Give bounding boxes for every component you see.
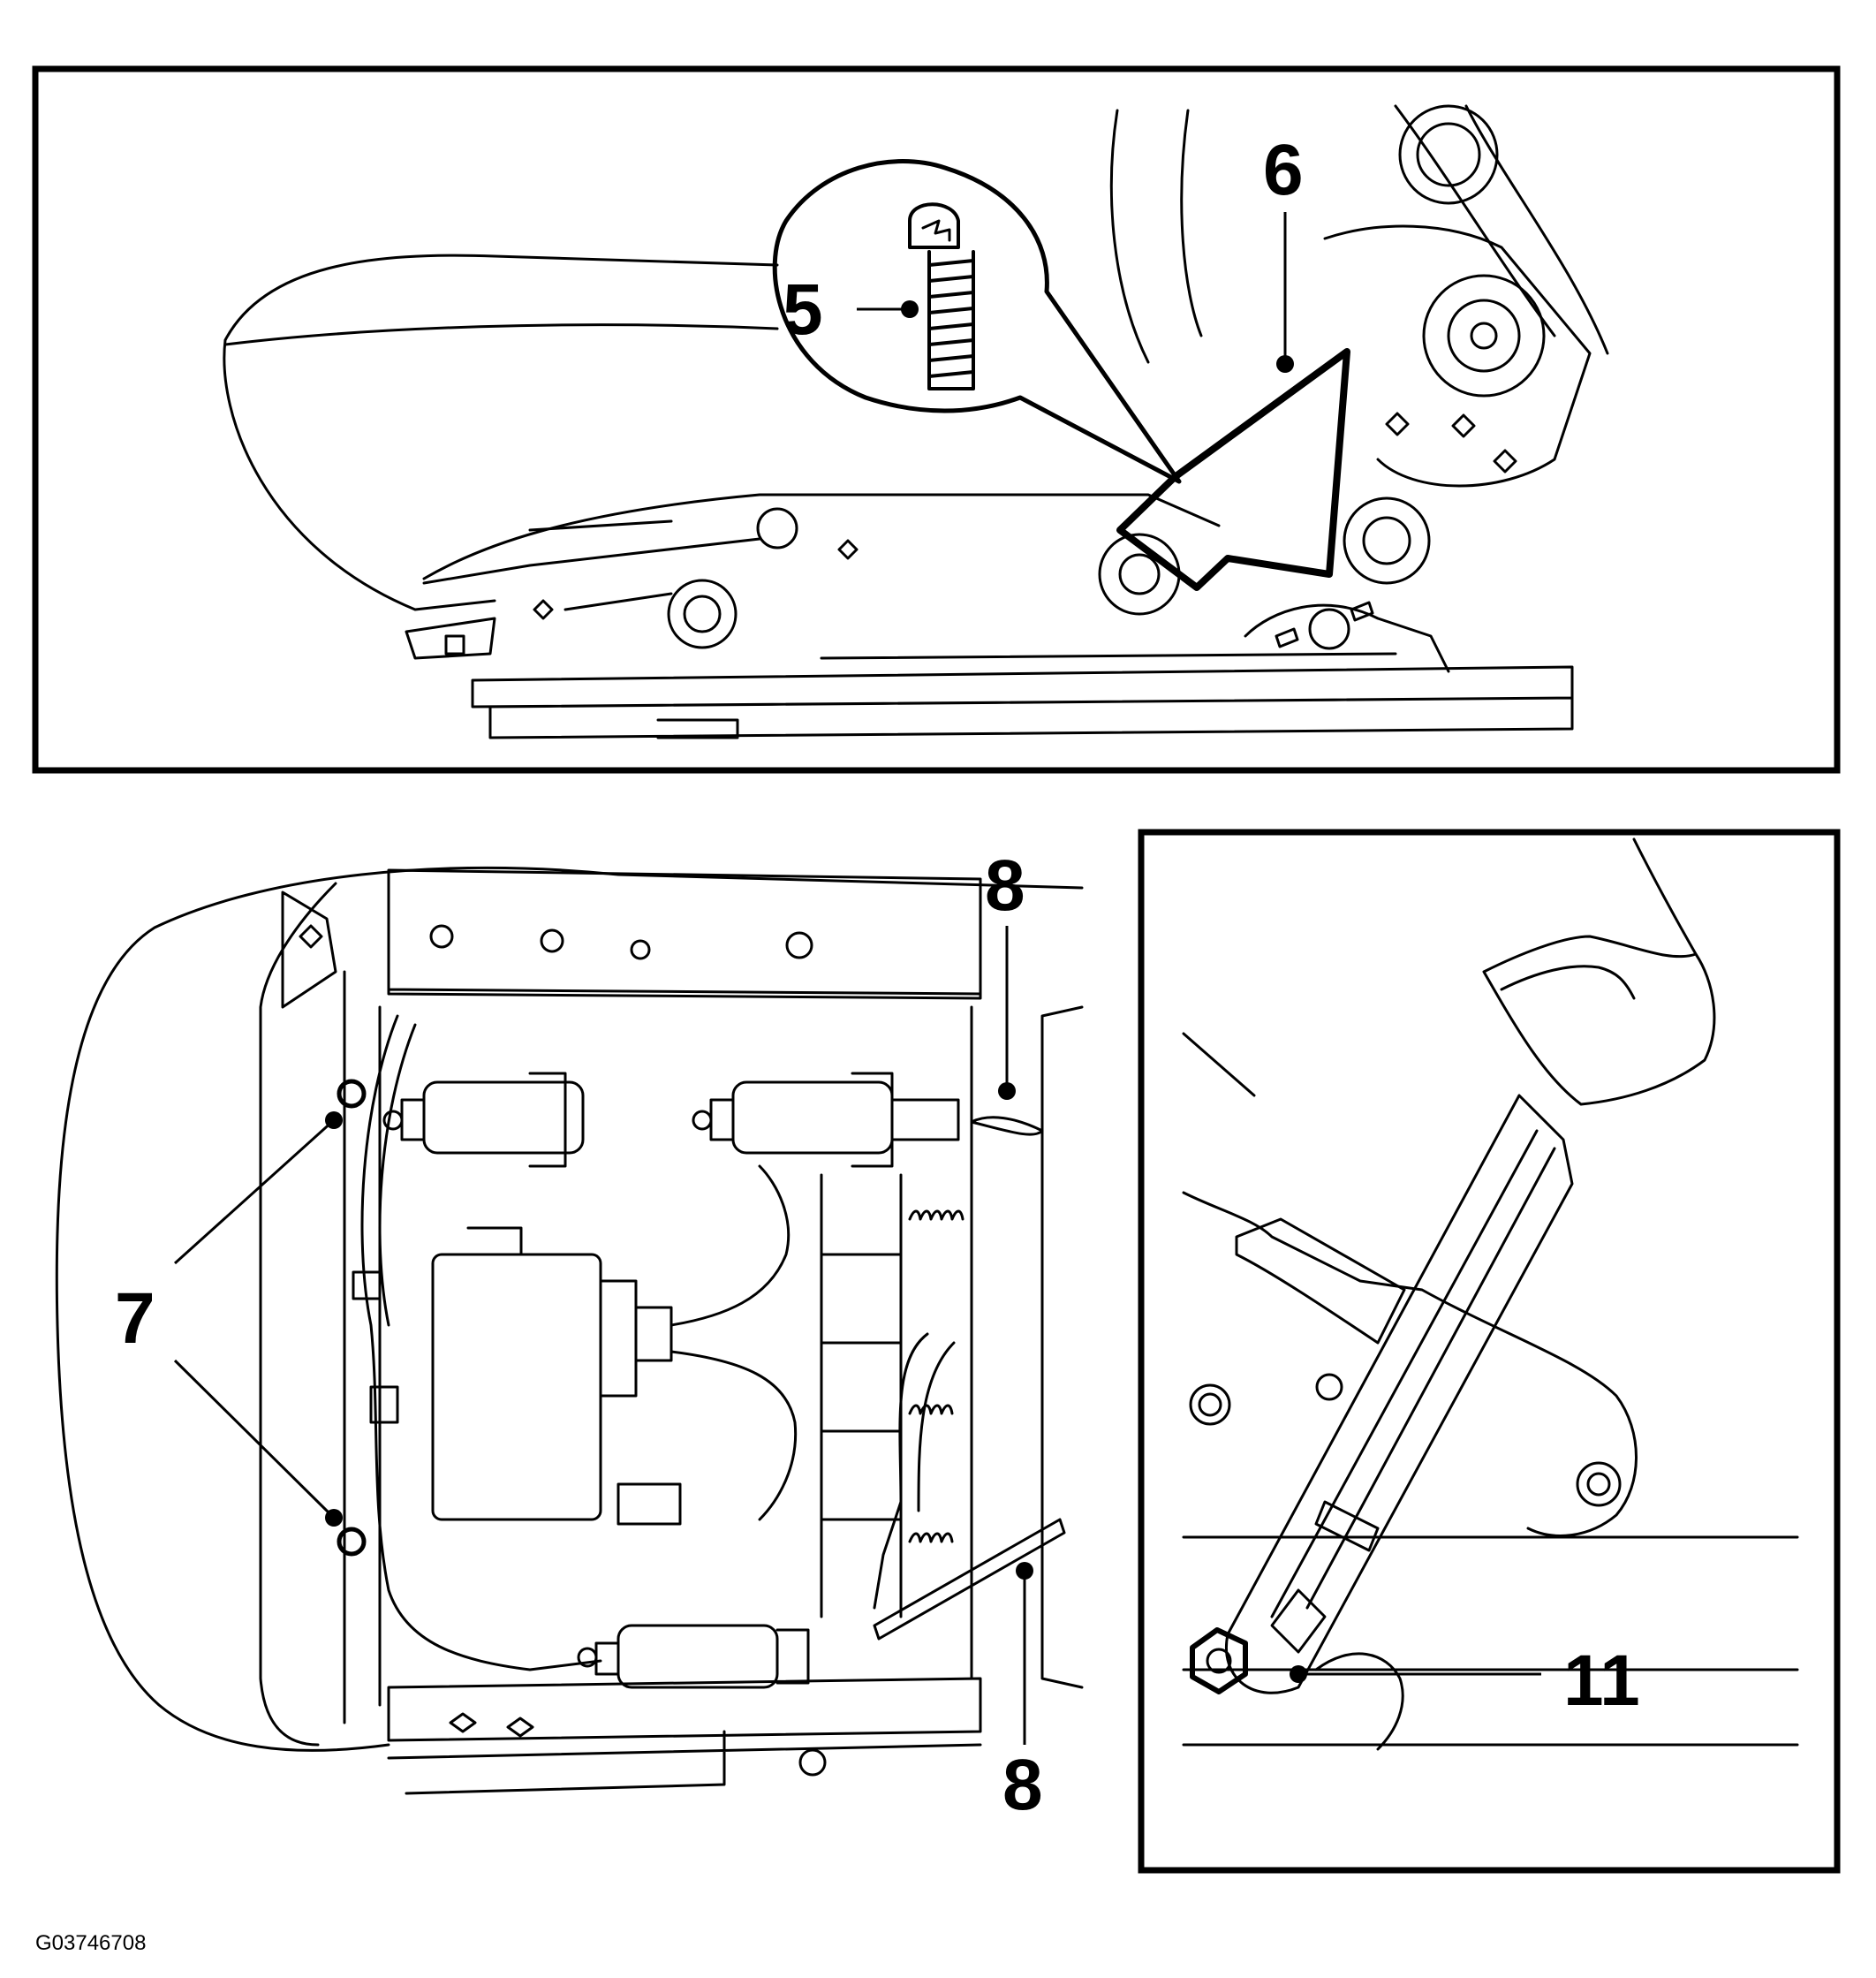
callout-8-top-dot <box>998 1082 1016 1100</box>
seat-back <box>1109 104 1609 364</box>
bolt-icon <box>908 202 975 390</box>
seat-motor-right <box>692 1072 960 1168</box>
callout-7-dot-bottom <box>325 1509 343 1527</box>
callout-8-top: 8 <box>985 845 1025 926</box>
callout-8-bottom: 8 <box>1002 1745 1043 1825</box>
callout-11: 11 <box>1563 1641 1640 1721</box>
panel-frame-inset <box>1138 829 1841 1874</box>
control-module <box>431 1226 682 1526</box>
seat-motor-left <box>382 1072 585 1168</box>
wiring-harness <box>360 1014 602 1671</box>
frame-rear-bar <box>387 1677 982 1795</box>
callout-6: 6 <box>1263 130 1304 210</box>
slide-rails <box>471 652 1574 739</box>
figure-id: G03746708 <box>35 1931 147 1955</box>
callout-7: 7 <box>115 1278 155 1359</box>
panel-seat-side-view: 5 6 <box>32 65 1841 774</box>
panel-seat-belt-anchor: 11 <box>1138 829 1841 1874</box>
panel-frame-top <box>32 65 1841 774</box>
seat-belt-stalk <box>1225 1094 1574 1694</box>
panel-seat-underside: 7 8 8 <box>55 845 1084 1825</box>
magnifier-bubble <box>772 159 1182 484</box>
seat-cushion <box>223 254 779 611</box>
anchor-nut-icon <box>1190 1627 1248 1694</box>
cable-strap <box>873 1116 1066 1641</box>
seat-bracket <box>1182 1032 1638 1537</box>
callout-6-dot <box>1276 355 1294 373</box>
callout-5: 5 <box>783 269 823 350</box>
seat-motor-bottom <box>577 1624 810 1689</box>
seat-cushion-outline <box>55 867 1084 1752</box>
frame-front-bar <box>387 868 982 1000</box>
seat-springs <box>908 1209 964 1543</box>
seat-belt-buckle <box>1482 837 1716 1106</box>
